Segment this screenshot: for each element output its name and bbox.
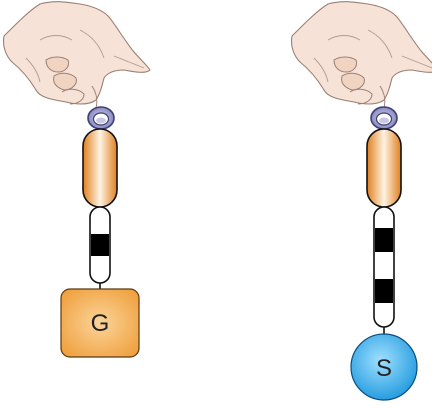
black-band-right-lower (375, 279, 393, 303)
black-band-right-upper (375, 228, 393, 252)
orange-handle-left (82, 128, 118, 208)
s-sphere-label: S (376, 355, 392, 382)
s-sphere (350, 333, 418, 401)
ring-right (370, 106, 398, 130)
right-assembly: S (290, 1, 432, 401)
black-band-left (91, 234, 109, 256)
g-block-label: G (91, 310, 110, 337)
ring-left (87, 106, 115, 130)
striped-segment-right (373, 206, 395, 328)
hand-right (290, 1, 432, 109)
hand-left (2, 1, 151, 109)
g-block (60, 288, 140, 358)
left-assembly: G (2, 1, 151, 358)
orange-handle-right (366, 128, 402, 208)
